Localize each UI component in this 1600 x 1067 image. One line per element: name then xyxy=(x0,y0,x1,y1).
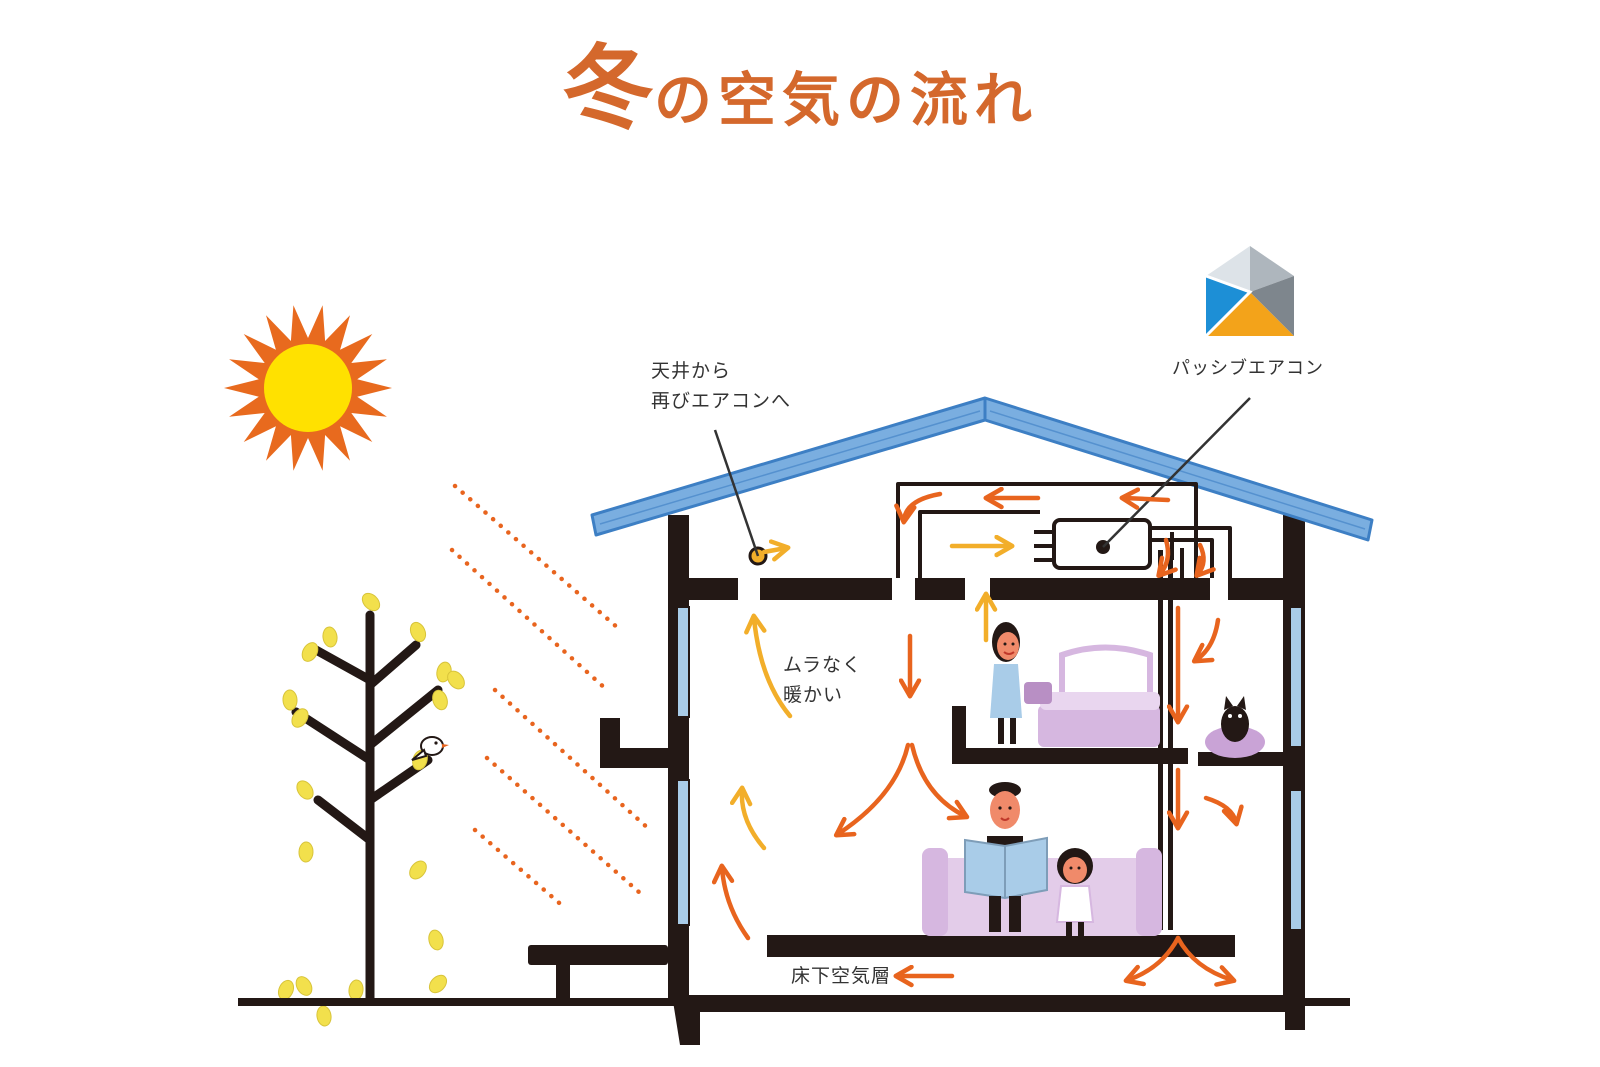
airflow-arrows xyxy=(711,486,1244,988)
ceiling-return-label-line1: 天井から xyxy=(651,360,732,382)
leaf xyxy=(291,708,309,728)
even-warmth-label-line2: 暖かい xyxy=(783,684,844,706)
page-title: 冬の空気の流れ xyxy=(0,14,1600,147)
bed xyxy=(1038,644,1160,747)
leaf xyxy=(296,780,314,800)
ceiling-return-callout-line xyxy=(713,429,760,557)
father-reading-newspaper-icon xyxy=(964,782,1048,932)
even-warmth-label: ムラなく 暖かい xyxy=(783,650,862,710)
roof xyxy=(590,396,1374,542)
child-icon xyxy=(1055,848,1095,938)
passive-aircon-label: パッシブエアコン xyxy=(1172,358,1324,379)
title-rest: の空気の流れ xyxy=(654,66,1039,134)
bird-icon xyxy=(411,736,449,761)
windows xyxy=(676,606,1303,931)
passive-aircon-logo-icon xyxy=(1204,246,1294,338)
sun-icon xyxy=(224,305,392,471)
house-structure xyxy=(528,515,1305,1045)
leaf xyxy=(298,841,314,863)
ceiling-return-label-line2: 再びエアコンへ xyxy=(651,390,792,412)
leaf xyxy=(316,1005,332,1027)
underfloor-air-layer-label: 床下空気層 xyxy=(791,965,892,987)
leaf xyxy=(447,670,465,690)
leaf xyxy=(428,929,444,951)
even-warmth-label-line1: ムラなく xyxy=(783,654,863,676)
aircon-callout-line xyxy=(1102,397,1251,548)
leaf xyxy=(409,860,427,880)
leaf xyxy=(295,976,313,996)
leaf xyxy=(348,979,364,1001)
leaf xyxy=(432,689,448,711)
leaf xyxy=(361,592,381,612)
ceiling-return-label: 天井から 再びエアコンへ xyxy=(651,356,791,416)
leaf xyxy=(322,626,338,648)
leaf xyxy=(301,642,319,662)
tree-icon xyxy=(277,592,465,1027)
sunlight-rays xyxy=(449,483,653,911)
duct-system xyxy=(896,482,1232,578)
leaf xyxy=(282,689,298,711)
girl-with-book-icon xyxy=(990,622,1052,744)
cat-icon xyxy=(1205,696,1265,758)
title-emphasis: 冬 xyxy=(561,35,654,142)
leaf xyxy=(409,621,427,643)
leaf xyxy=(428,974,448,994)
